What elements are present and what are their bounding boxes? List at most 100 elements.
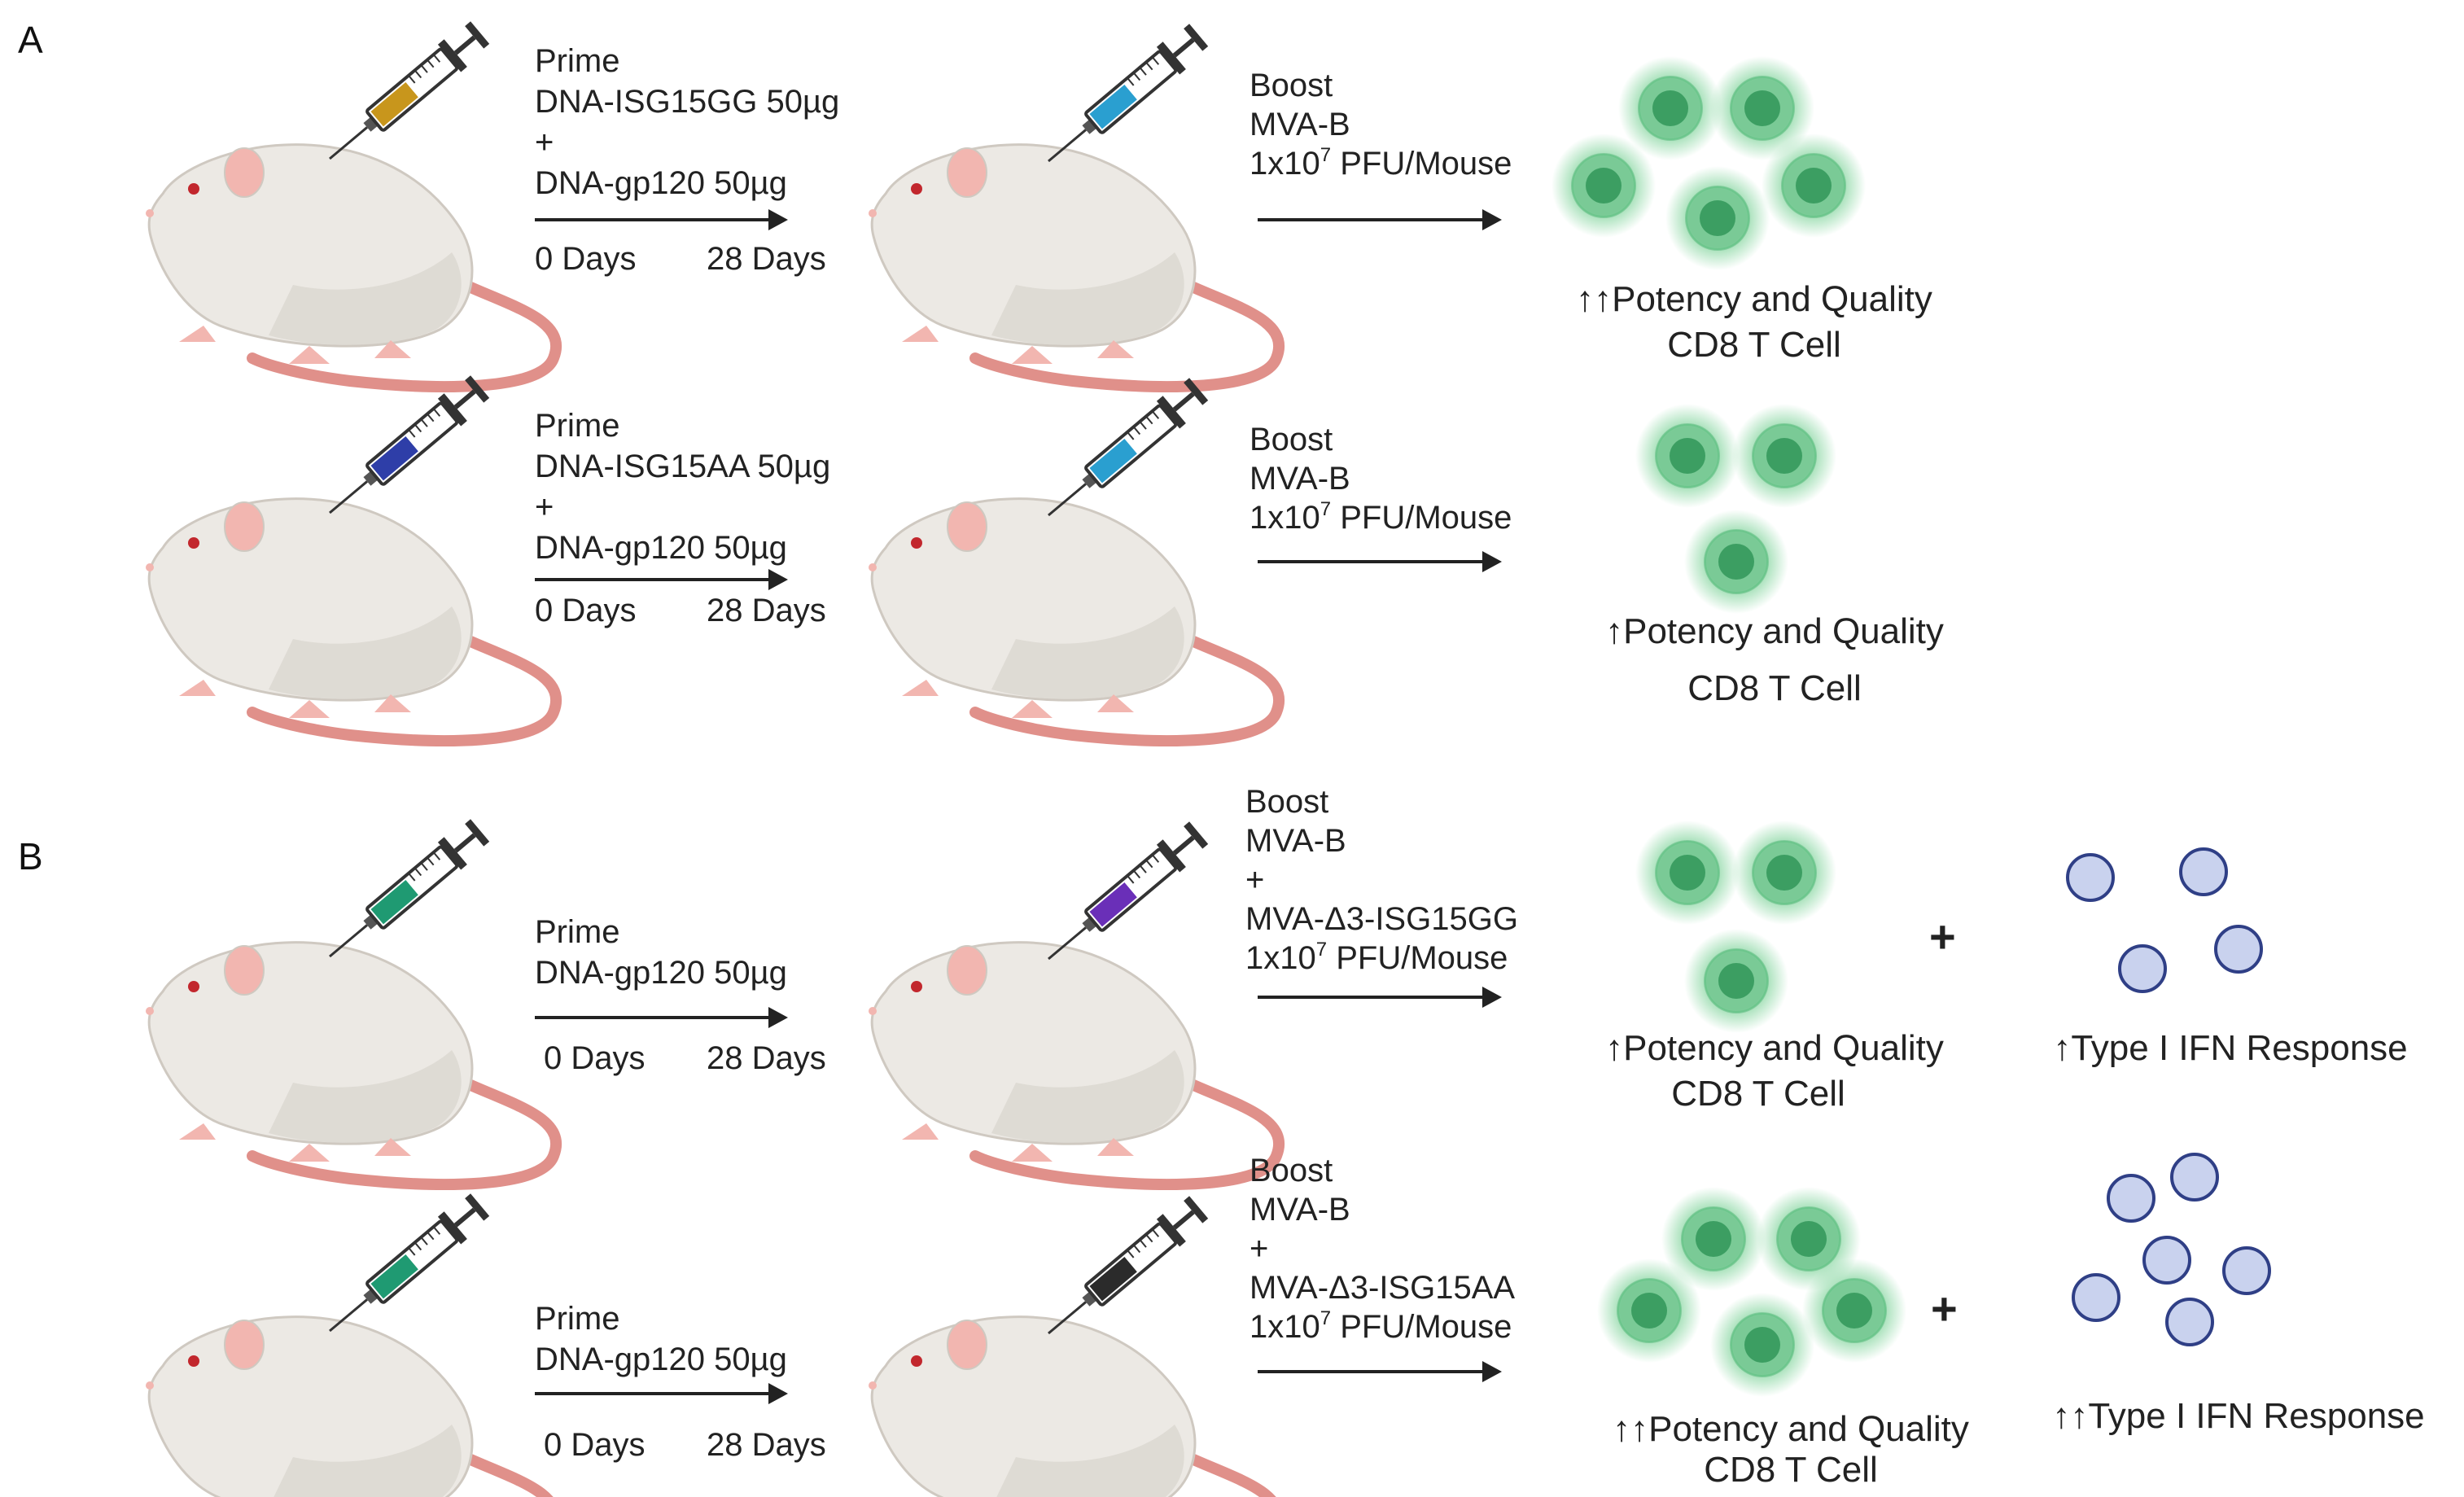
- b2-boost-line-2: MVA-B: [1250, 1192, 1350, 1228]
- b2-dose-base: 1x10: [1250, 1309, 1320, 1345]
- b1-prime-mouse-eye: [188, 981, 199, 992]
- b1-ifn-cell-1: [2066, 853, 2115, 902]
- b2-boost-line-4: MVA-Δ3-ISG15AA: [1250, 1270, 1516, 1306]
- a1-prime-mouse-ear: [224, 147, 265, 198]
- a1-boost-line-1: Boost: [1250, 68, 1333, 103]
- b1-boost-line-1: Boost: [1245, 784, 1329, 820]
- a1-boost-mouse: [869, 143, 1285, 392]
- a2-outcome-line-2: CD8 T Cell: [1687, 668, 1862, 708]
- b1-dose-unit: PFU/Mouse: [1327, 940, 1508, 976]
- b2-boost-line-1: Boost: [1250, 1153, 1333, 1188]
- b2-boost-mouse-ear: [947, 1320, 987, 1370]
- a2-outcome-line-1: ↑Potency and Quality: [1605, 611, 1944, 651]
- a2-dose: 1x107 PFU/Mouse: [1250, 497, 1512, 538]
- a2-day-start: 0 Days: [535, 593, 637, 628]
- a2-prime-line-3: +: [535, 489, 554, 525]
- a1-prime-syringe: [329, 21, 490, 160]
- b1-cd8-cell-1: [1635, 821, 1740, 925]
- b1-dose-base: 1x10: [1245, 940, 1316, 976]
- a2-dose-exp: 7: [1320, 498, 1332, 520]
- a2-boost-syringe: [1048, 378, 1209, 517]
- b1-boost-mouse-eye: [911, 981, 922, 992]
- b2-cd8-cell-4: [1710, 1293, 1814, 1397]
- a2-cd8-cell-1: [1635, 404, 1740, 508]
- a2-boost-line-1: Boost: [1250, 422, 1333, 457]
- a1-prime-line-2: DNA-ISG15GG 50µg: [535, 84, 840, 120]
- a1-boost-line-2: MVA-B: [1250, 107, 1350, 142]
- b2-ifn-cell-4: [2222, 1246, 2271, 1295]
- b2-prime-mouse: [146, 1315, 554, 1497]
- b1-day-end: 28 Days: [707, 1040, 826, 1076]
- b2-dose-unit: PFU/Mouse: [1331, 1309, 1512, 1345]
- b1-boost-mouse-ear: [947, 945, 987, 996]
- b1-boost-line-4: MVA-Δ3-ISG15GG: [1245, 901, 1518, 937]
- b2-prime-syringe: [329, 1193, 490, 1333]
- b1-boost-line-2: MVA-B: [1245, 823, 1346, 859]
- b1-ifn-cell-2: [2179, 847, 2228, 896]
- b1-prime-line-1: Prime: [535, 914, 620, 950]
- panel-b-letter: B: [18, 835, 43, 878]
- a1-outcome-line-2: CD8 T Cell: [1667, 325, 1841, 365]
- a1-cd8-cell-2: [1710, 56, 1814, 160]
- b1-cd8-cell-3: [1684, 929, 1788, 1033]
- b2-dose-exp: 7: [1320, 1307, 1332, 1329]
- a1-prime-line-4: DNA-gp120 50µg: [535, 165, 787, 201]
- b2-outcome-line-2: CD8 T Cell: [1704, 1450, 1878, 1490]
- b1-outcome-line-2: CD8 T Cell: [1671, 1074, 1845, 1114]
- a1-dose: 1x107 PFU/Mouse: [1250, 143, 1512, 184]
- b2-prime-mouse-eye: [188, 1355, 199, 1367]
- b2-cd8-cell-5: [1802, 1258, 1906, 1363]
- a2-prime-syringe: [329, 375, 490, 514]
- b1-dose-exp: 7: [1315, 939, 1328, 961]
- b1-prime-syringe: [329, 819, 490, 958]
- a2-boost-arrow: [1258, 551, 1502, 572]
- a1-cd8-cell-5: [1762, 134, 1866, 238]
- a1-outcome-line-1: ↑↑Potency and Quality: [1576, 279, 1932, 319]
- a1-prime-line-3: +: [535, 125, 554, 160]
- b2-prime-line-2: DNA-gp120 50µg: [535, 1342, 787, 1377]
- b2-cd8-cell-1: [1661, 1187, 1766, 1291]
- a1-cd8-cell-4: [1665, 166, 1770, 270]
- a1-cd8-cell-1: [1618, 56, 1722, 160]
- b1-boost-mouse: [869, 941, 1285, 1190]
- b1-ifn-cell-4: [2214, 925, 2263, 974]
- a1-day-start: 0 Days: [535, 241, 637, 277]
- a2-boost-mouse: [869, 497, 1285, 746]
- a1-dose-unit: PFU/Mouse: [1331, 146, 1512, 182]
- b1-plus: +: [1929, 911, 1956, 962]
- b1-ifn-label: ↑Type I IFN Response: [2053, 1028, 2408, 1068]
- a1-boost-mouse-ear: [947, 147, 987, 198]
- b1-dose: 1x107 PFU/Mouse: [1245, 938, 1508, 978]
- b1-ifn-cell-3: [2118, 944, 2167, 993]
- a2-dose-base: 1x10: [1250, 500, 1320, 536]
- b1-outcome-line-1: ↑Potency and Quality: [1605, 1028, 1944, 1068]
- b2-ifn-cell-3: [2142, 1236, 2191, 1285]
- a2-prime-mouse-eye: [188, 537, 199, 549]
- b1-boost-line-3: +: [1245, 862, 1265, 898]
- b2-outcome-line-1: ↑↑Potency and Quality: [1613, 1409, 1969, 1449]
- b2-dose: 1x107 PFU/Mouse: [1250, 1307, 1512, 1347]
- a2-prime-line-2: DNA-ISG15AA 50µg: [535, 449, 831, 484]
- a2-dose-unit: PFU/Mouse: [1331, 500, 1512, 536]
- a2-boost-mouse-eye: [911, 537, 922, 549]
- a2-prime-mouse-ear: [224, 501, 265, 552]
- a1-outcome: ↑↑Potency and Quality CD8 T Cell: [1502, 277, 2007, 368]
- b2-boost-mouse: [869, 1315, 1276, 1497]
- a1-boost-arrow: [1258, 209, 1502, 230]
- a2-day-end: 28 Days: [707, 593, 826, 628]
- a2-prime-line-4: DNA-gp120 50µg: [535, 530, 787, 566]
- b2-plus: +: [1931, 1283, 1958, 1334]
- b1-prime-mouse-ear: [224, 945, 265, 996]
- b2-day-start: 0 Days: [544, 1427, 646, 1463]
- b1-prime-arrow: [535, 1007, 788, 1028]
- b2-outcome: ↑↑Potency and Quality CD8 T Cell: [1563, 1407, 2019, 1493]
- a2-boost-line-2: MVA-B: [1250, 461, 1350, 497]
- b2-boost-mouse-eye: [911, 1355, 922, 1367]
- b2-boost-line-3: +: [1250, 1231, 1269, 1267]
- a1-cd8-cell-3: [1551, 134, 1656, 238]
- a1-dose-base: 1x10: [1250, 146, 1320, 182]
- b1-outcome: ↑Potency and Quality CD8 T Cell: [1530, 1026, 2019, 1117]
- b2-prime-line-1: Prime: [535, 1301, 620, 1337]
